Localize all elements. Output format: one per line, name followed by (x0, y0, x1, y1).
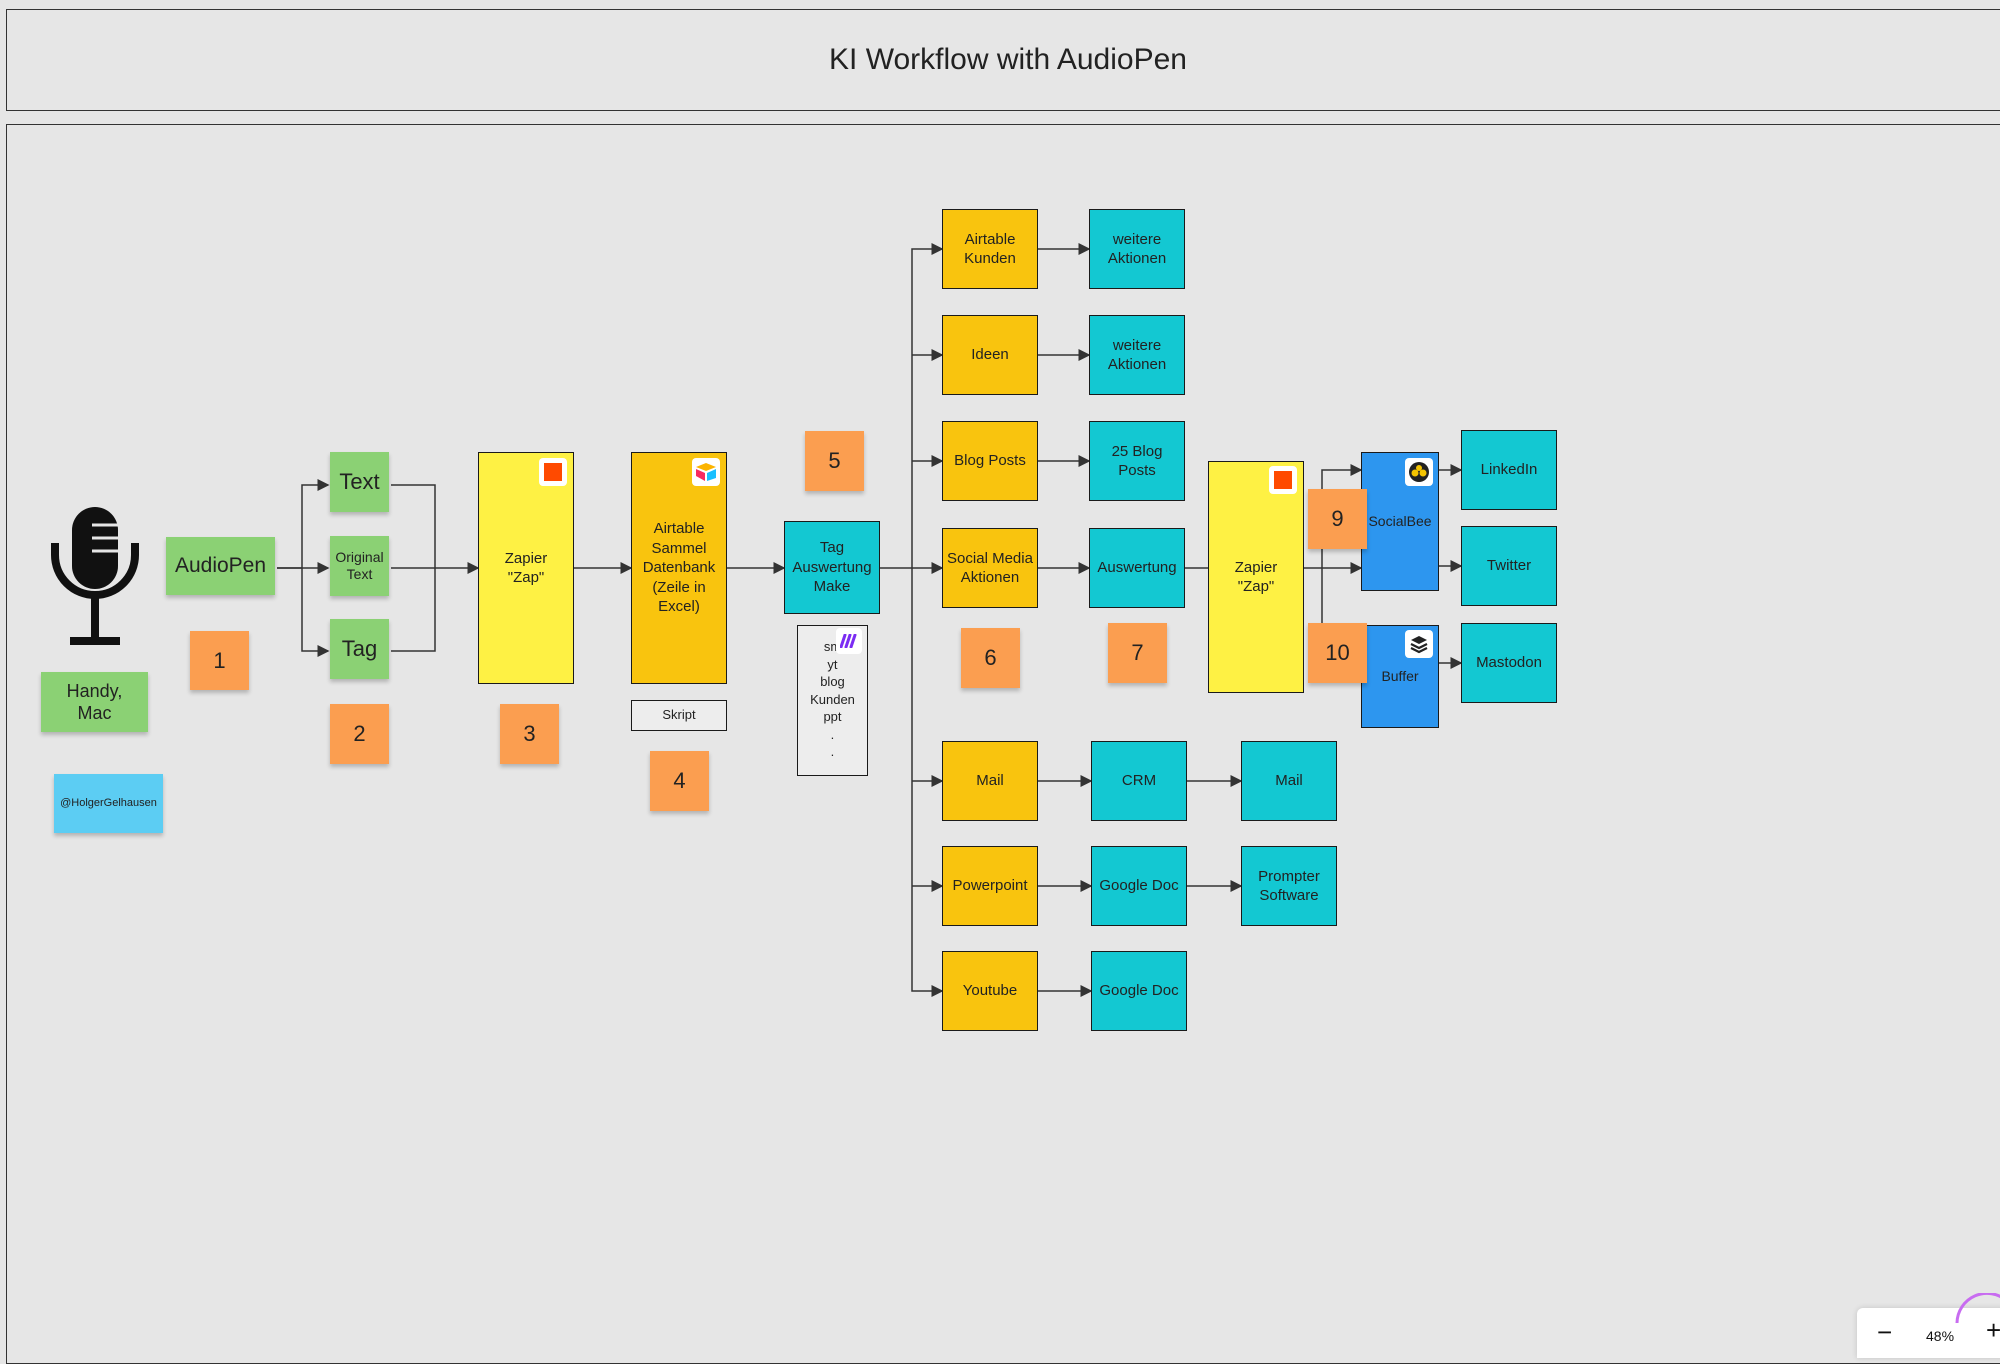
weitere-aktionen-2-label: weitere Aktionen (1107, 336, 1167, 374)
step-6[interactable]: 6 (961, 628, 1020, 688)
google-doc-1[interactable]: Google Doc (1091, 846, 1187, 926)
sticky-handy-mac[interactable]: Handy, Mac (41, 672, 148, 732)
crm[interactable]: CRM (1091, 741, 1187, 821)
zapier-zap-2-label: Zapier "Zap" (1234, 558, 1278, 596)
prompter-software-label: Prompter Software (1258, 867, 1320, 905)
weitere-aktionen-1[interactable]: weitere Aktionen (1089, 209, 1185, 289)
google-doc-2-label: Google Doc (1099, 982, 1179, 1000)
step-3[interactable]: 3 (500, 704, 559, 764)
sticky-original-text[interactable]: Original Text (330, 536, 389, 596)
powerpoint-label: Powerpoint (952, 877, 1028, 895)
mail-label: Mail (976, 772, 1004, 790)
twitter[interactable]: Twitter (1461, 526, 1557, 606)
make-list-label: sm yt blog Kunden ppt . . (810, 639, 855, 760)
prompter-software[interactable]: Prompter Software (1241, 846, 1337, 926)
blog-posts-25-label: 25 Blog Posts (1111, 442, 1163, 480)
step-4[interactable]: 4 (650, 751, 709, 811)
auswertung[interactable]: Auswertung (1089, 528, 1185, 608)
zapier-icon (1269, 466, 1297, 494)
tag-auswertung-label: Tag Auswertung Make (792, 539, 872, 596)
mastodon[interactable]: Mastodon (1461, 623, 1557, 703)
presence-ring-icon (1955, 1293, 2000, 1323)
airtable-sammel-datenbank[interactable]: Airtable Sammel Datenbank (Zeile in Exce… (631, 452, 727, 684)
sticky-audiopen[interactable]: AudioPen (166, 537, 275, 595)
zapier-zap-1[interactable]: Zapier "Zap" (478, 452, 574, 684)
step-7[interactable]: 7 (1108, 623, 1167, 683)
crm-label: CRM (1121, 772, 1157, 790)
airtable-kunden[interactable]: Airtable Kunden (942, 209, 1038, 289)
skript-box[interactable]: Skript (631, 700, 727, 731)
google-doc-1-label: Google Doc (1099, 877, 1179, 895)
airtable-db-label: Airtable Sammel Datenbank (Zeile in Exce… (642, 520, 716, 616)
airtable-kunden-label: Airtable Kunden (964, 230, 1016, 268)
mail-2[interactable]: Mail (1241, 741, 1337, 821)
twitter-label: Twitter (1486, 557, 1532, 575)
weitere-aktionen-2[interactable]: weitere Aktionen (1089, 315, 1185, 395)
sticky-tag[interactable]: Tag (330, 619, 389, 679)
zoom-control: − 48% + (1857, 1293, 2000, 1358)
zoom-in-button[interactable]: + (1986, 1315, 2000, 1345)
socialbee-label: SocialBee (1368, 513, 1432, 530)
youtube-label: Youtube (962, 982, 1018, 1000)
mastodon-label: Mastodon (1476, 654, 1542, 672)
step-5[interactable]: 5 (805, 431, 864, 491)
auswertung-label: Auswertung (1097, 559, 1177, 577)
blog-posts-25[interactable]: 25 Blog Posts (1089, 421, 1185, 501)
buffer-label: Buffer (1381, 668, 1419, 685)
linkedin[interactable]: LinkedIn (1461, 430, 1557, 510)
zapier-zap-1-label: Zapier "Zap" (504, 549, 548, 587)
social-media-label: Social Media Aktionen (947, 549, 1033, 587)
blog-posts-label: Blog Posts (954, 452, 1026, 470)
social-media-aktionen[interactable]: Social Media Aktionen (942, 528, 1038, 608)
google-doc-2[interactable]: Google Doc (1091, 951, 1187, 1031)
blog-posts[interactable]: Blog Posts (942, 421, 1038, 501)
mail-2-label: Mail (1275, 772, 1303, 790)
title-frame (6, 9, 2000, 111)
zapier-icon (539, 458, 567, 486)
youtube[interactable]: Youtube (942, 951, 1038, 1031)
microphone-icon (51, 507, 139, 645)
tag-auswertung-make[interactable]: Tag Auswertung Make (784, 521, 880, 614)
zoom-out-button[interactable]: − (1877, 1317, 1893, 1347)
step-9[interactable]: 9 (1308, 489, 1367, 549)
step-2[interactable]: 2 (330, 704, 389, 764)
make-icon (836, 628, 862, 654)
zapier-zap-2[interactable]: Zapier "Zap" (1208, 461, 1304, 693)
weitere-aktionen-1-label: weitere Aktionen (1107, 230, 1167, 268)
step-10[interactable]: 10 (1308, 623, 1367, 683)
socialbee-icon (1405, 458, 1433, 486)
linkedin-label: LinkedIn (1480, 461, 1538, 479)
airtable-icon (692, 458, 720, 486)
sticky-text[interactable]: Text (330, 452, 389, 512)
powerpoint[interactable]: Powerpoint (942, 846, 1038, 926)
skript-label: Skript (662, 707, 696, 723)
sticky-handle[interactable]: @HolgerGelhausen (54, 774, 163, 833)
mail[interactable]: Mail (942, 741, 1038, 821)
ideen[interactable]: Ideen (942, 315, 1038, 395)
step-1[interactable]: 1 (190, 631, 249, 690)
buffer-icon (1405, 630, 1433, 658)
diagram-title: KI Workflow with AudioPen (829, 43, 1187, 76)
zoom-level: 48% (1926, 1328, 1955, 1344)
ideen-label: Ideen (971, 346, 1009, 364)
